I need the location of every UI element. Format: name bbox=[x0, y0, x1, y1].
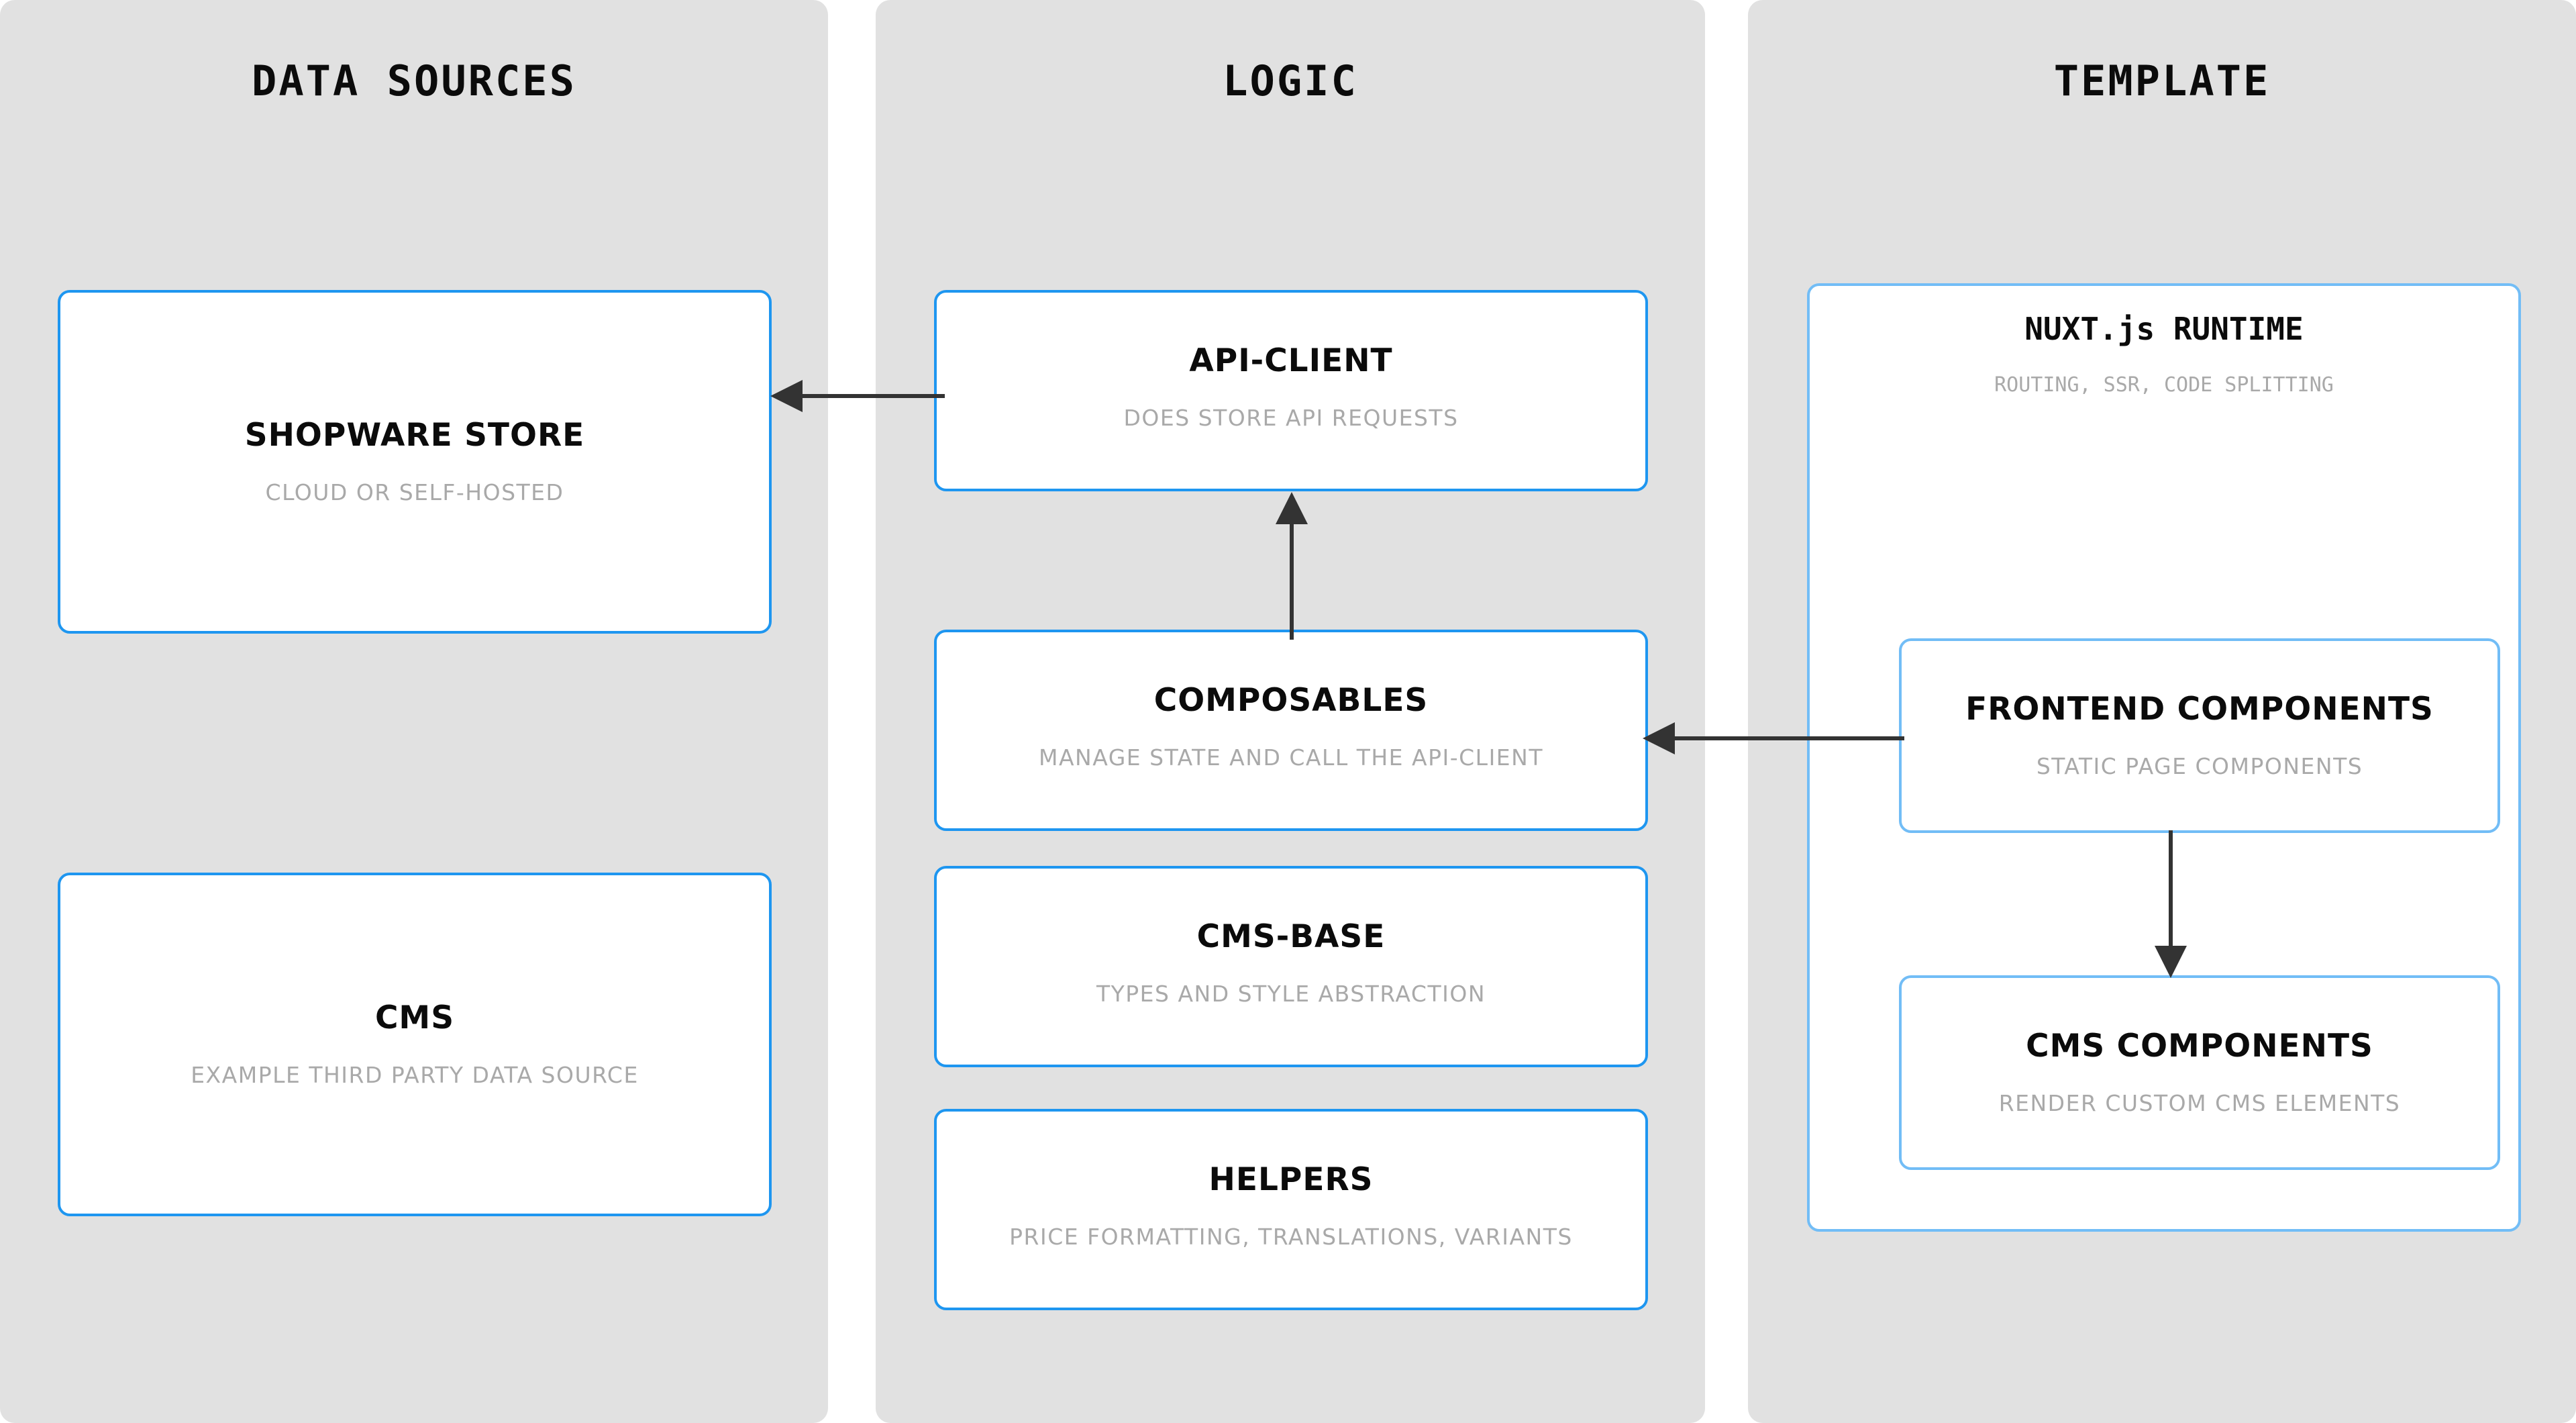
card-cms[interactable]: CMS EXAMPLE THIRD PARTY DATA SOURCE bbox=[58, 873, 772, 1216]
card-cms-base[interactable]: CMS-BASE TYPES AND STYLE ABSTRACTION bbox=[934, 866, 1648, 1067]
card-subtitle-frontend-components: STATIC PAGE COMPONENTS bbox=[2036, 753, 2363, 780]
column-title-template: TEMPLATE bbox=[2053, 56, 2271, 105]
card-shopware-store[interactable]: SHOPWARE STORE CLOUD OR SELF-HOSTED bbox=[58, 290, 772, 634]
card-api-client[interactable]: API-CLIENT DOES STORE API REQUESTS bbox=[934, 290, 1648, 491]
card-title-api-client: API-CLIENT bbox=[1189, 342, 1393, 379]
card-title-shopware-store: SHOPWARE STORE bbox=[244, 417, 585, 454]
card-helpers[interactable]: HELPERS PRICE FORMATTING, TRANSLATIONS, … bbox=[934, 1109, 1648, 1310]
card-title-cms-components: CMS COMPONENTS bbox=[2026, 1028, 2373, 1065]
card-subtitle-api-client: DOES STORE API REQUESTS bbox=[1123, 405, 1459, 432]
card-frontend-components[interactable]: FRONTEND COMPONENTS STATIC PAGE COMPONEN… bbox=[1899, 638, 2500, 833]
card-title-composables: COMPOSABLES bbox=[1153, 682, 1429, 719]
card-subtitle-composables: MANAGE STATE AND CALL THE API-CLIENT bbox=[1038, 744, 1543, 771]
column-title-logic: LOGIC bbox=[1223, 56, 1358, 105]
column-title-data-sources: DATA SOURCES bbox=[252, 56, 576, 105]
card-subtitle-nuxt-runtime: ROUTING, SSR, CODE SPLITTING bbox=[1994, 373, 2334, 397]
card-subtitle-cms-components: RENDER CUSTOM CMS ELEMENTS bbox=[1998, 1090, 2401, 1117]
card-nuxt-runtime-header: NUXT.js RUNTIME ROUTING, SSR, CODE SPLIT… bbox=[1810, 313, 2518, 396]
card-title-cms: CMS bbox=[374, 999, 455, 1036]
card-title-cms-base: CMS-BASE bbox=[1196, 918, 1386, 955]
card-subtitle-helpers: PRICE FORMATTING, TRANSLATIONS, VARIANTS bbox=[1009, 1224, 1573, 1250]
card-subtitle-cms: EXAMPLE THIRD PARTY DATA SOURCE bbox=[191, 1062, 639, 1089]
card-subtitle-shopware-store: CLOUD OR SELF-HOSTED bbox=[265, 479, 564, 506]
card-composables[interactable]: COMPOSABLES MANAGE STATE AND CALL THE AP… bbox=[934, 630, 1648, 831]
card-title-helpers: HELPERS bbox=[1208, 1161, 1374, 1198]
card-title-nuxt-runtime: NUXT.js RUNTIME bbox=[2024, 311, 2304, 347]
card-subtitle-cms-base: TYPES AND STYLE ABSTRACTION bbox=[1096, 981, 1486, 1008]
card-title-frontend-components: FRONTEND COMPONENTS bbox=[1965, 691, 2434, 728]
card-cms-components[interactable]: CMS COMPONENTS RENDER CUSTOM CMS ELEMENT… bbox=[1899, 975, 2500, 1170]
